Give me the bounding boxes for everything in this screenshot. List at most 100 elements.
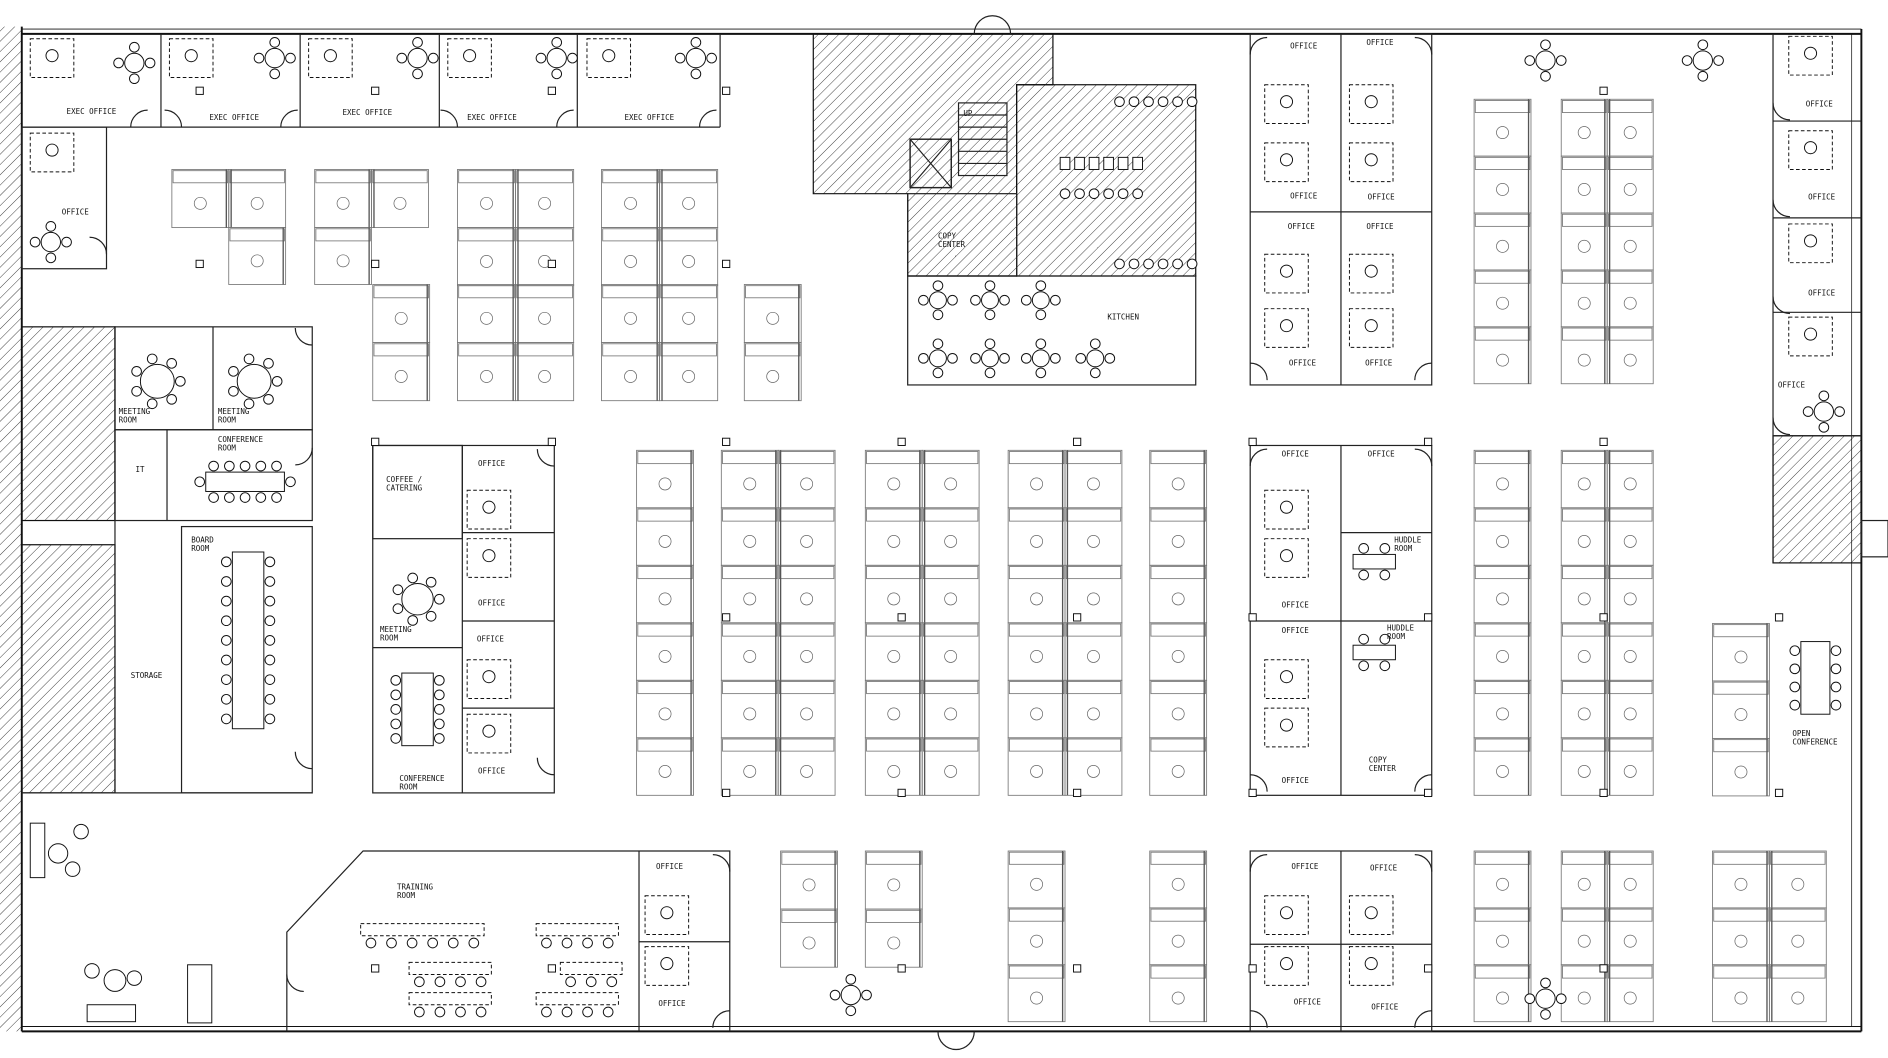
chair: [582, 1006, 593, 1018]
chair: [208, 460, 219, 472]
round-table: [1535, 50, 1556, 71]
workstation-chair: [743, 649, 757, 663]
workstation-chair: [624, 255, 637, 268]
workstation-desk: [1608, 681, 1653, 695]
workstation-desk: [1474, 213, 1531, 227]
workstation-desk: [315, 170, 371, 184]
workstation-desk: [1474, 156, 1531, 170]
office-label: OFFICE: [1366, 222, 1394, 231]
workstation-chair: [1171, 877, 1185, 891]
building-column: [1599, 788, 1608, 798]
workstation-desk: [1562, 566, 1607, 580]
round-table: [840, 984, 861, 1006]
chair: [263, 358, 274, 369]
workstation-desk: [373, 343, 429, 357]
chair: [412, 68, 423, 80]
lounge-chair: [126, 970, 143, 986]
workstation-chair: [250, 196, 264, 210]
workstation-chair: [1577, 534, 1591, 548]
building-column: [195, 259, 204, 269]
workstation-chair: [1087, 592, 1100, 606]
chair: [194, 476, 206, 488]
workstation-chair: [1734, 877, 1748, 891]
building-column: [1248, 437, 1257, 446]
office-label: OFFICE: [478, 598, 506, 607]
fixture: [1114, 96, 1125, 108]
workstation: [1712, 737, 1770, 797]
workstation-desk: [602, 285, 659, 299]
workstation: [921, 737, 980, 796]
it-room-label: IT: [136, 465, 146, 474]
training-table: [360, 923, 485, 937]
building-column: [897, 964, 906, 973]
workstation-chair: [1623, 353, 1637, 367]
conference-table: [1352, 644, 1396, 661]
building-column: [371, 964, 380, 973]
workstation-desk: [1562, 156, 1607, 170]
chair: [565, 976, 576, 988]
workstation-desk: [778, 508, 835, 522]
chair: [269, 68, 281, 80]
workstation-chair: [1030, 934, 1043, 948]
workstation-desk: [923, 451, 979, 465]
workstation-chair: [336, 254, 350, 268]
office-desk: [1264, 308, 1309, 348]
workstation-desk: [778, 623, 835, 637]
conference-table: [401, 672, 434, 747]
chair: [264, 674, 276, 685]
copy-center-label: CENTER: [1369, 764, 1397, 773]
chair: [1802, 406, 1814, 417]
chair: [406, 937, 418, 949]
chair: [61, 236, 72, 248]
office-chair: [463, 49, 477, 63]
stair-up-label: UP: [963, 109, 973, 118]
chair: [243, 398, 255, 410]
workstation-chair: [1791, 877, 1805, 891]
workstation-chair: [887, 707, 901, 721]
chair: [285, 476, 296, 488]
workstation-desk: [602, 343, 659, 357]
workstation-desk: [516, 285, 573, 299]
training-table: [408, 961, 492, 975]
workstation-desk: [1474, 851, 1531, 865]
chair: [1358, 569, 1369, 581]
office-chair: [1804, 46, 1818, 60]
conference-room-label: CONFERENCE: [218, 435, 264, 444]
workstation-chair: [1577, 707, 1591, 721]
workstation-chair: [1734, 765, 1748, 779]
workstation-desk: [1474, 270, 1531, 284]
building-column: [897, 788, 906, 798]
chair: [1035, 309, 1047, 321]
workstation-desk: [1474, 451, 1531, 465]
building-column: [547, 437, 556, 446]
chair: [984, 309, 996, 321]
workstation-chair: [1577, 592, 1591, 606]
workstation-desk: [458, 170, 515, 184]
chair: [932, 338, 944, 350]
workstation-chair: [193, 196, 207, 210]
conference-table: [231, 551, 265, 730]
office-chair: [660, 957, 674, 971]
workstation-chair: [1087, 534, 1100, 548]
chair: [392, 584, 404, 596]
workstation-chair: [538, 196, 552, 210]
workstation-chair: [1171, 534, 1185, 548]
chair: [390, 689, 402, 701]
chair: [447, 937, 459, 949]
building-column: [1073, 964, 1082, 973]
conference-room-label: ROOM: [218, 443, 237, 452]
chair: [918, 294, 929, 306]
exec-office-label: EXEC OFFICE: [343, 108, 393, 117]
workstation-chair: [1496, 183, 1509, 196]
copy-center-label: CENTER: [938, 240, 966, 249]
workstation-chair: [480, 196, 493, 210]
fixture: [1172, 96, 1183, 108]
workstation-desk: [637, 681, 693, 695]
chair: [412, 37, 423, 48]
workstation-chair: [1577, 296, 1591, 310]
building-column: [1248, 964, 1257, 973]
workstation: [1473, 964, 1532, 1023]
workstation-chair: [1623, 592, 1637, 606]
workstation-chair: [887, 592, 901, 606]
